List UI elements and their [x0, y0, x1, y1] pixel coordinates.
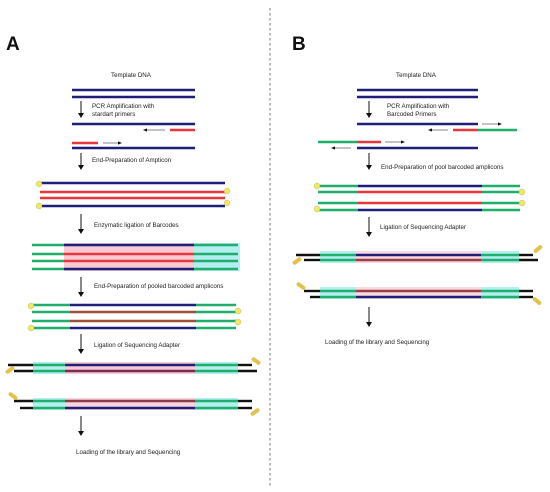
adapter-ligated-library	[292, 245, 543, 265]
adapter-ligated-library	[296, 282, 542, 305]
phosphate-icon	[35, 202, 43, 210]
pooled-barcoded-amplicons	[313, 182, 526, 213]
panel-a: A Template DNA PCR Amplification with st…	[5, 34, 261, 456]
down-arrow-icon	[78, 153, 84, 170]
phosphate-icon	[313, 205, 321, 213]
down-arrow-icon	[366, 307, 372, 327]
phosphate-icon	[518, 188, 526, 196]
down-arrow-icon	[78, 277, 84, 297]
barcoded-amplicons	[32, 243, 240, 271]
step-label: End-Preparation of pooled barcoded ampli…	[94, 283, 223, 290]
adapter-ligated-library	[8, 392, 260, 416]
down-arrow-icon	[366, 153, 372, 170]
end-prepared-amplicons	[35, 180, 231, 210]
step-label: Enzymatic ligation of Barcodes	[94, 222, 179, 229]
motor-protein-icon	[533, 245, 543, 253]
panel-letter-a: A	[6, 34, 20, 55]
phosphate-icon	[234, 307, 242, 315]
pooled-barcoded-amplicons	[27, 302, 242, 332]
panel-b: B Template DNA PCR Amplification with Ba…	[292, 34, 543, 346]
down-arrow-icon	[78, 416, 84, 436]
template-dna-strands	[357, 88, 478, 99]
motor-protein-icon	[296, 282, 306, 290]
pcr-strands	[72, 122, 195, 150]
motor-protein-icon	[292, 257, 302, 265]
motor-protein-icon	[250, 408, 260, 416]
motor-protein-icon	[532, 297, 542, 305]
down-arrow-icon	[78, 214, 84, 234]
step-label: Ligation of Sequencing Adapter	[94, 342, 180, 349]
step-label: PCR Amplification with Barcoded Primers	[387, 103, 451, 118]
step-label: End-Preparation of pool barcoded amplico…	[381, 164, 503, 171]
down-arrow-icon	[366, 101, 372, 118]
phosphate-icon	[313, 182, 321, 190]
motor-protein-icon	[8, 392, 18, 400]
phosphate-icon	[223, 187, 231, 195]
step-label: Template DNA	[111, 72, 152, 79]
motor-protein-icon	[251, 357, 261, 365]
motor-protein-icon	[5, 366, 15, 374]
step-label: Ligation of Sequencing Adapter	[380, 224, 466, 231]
adapter-ligated-library	[5, 357, 261, 374]
template-dna-strands	[72, 88, 195, 99]
panel-letter-b: B	[292, 34, 306, 55]
down-arrow-icon	[78, 334, 84, 354]
phosphate-icon	[35, 180, 43, 188]
down-arrow-icon	[366, 217, 372, 237]
step-label: Loading of the library and Sequencing	[76, 449, 181, 456]
phosphate-icon	[223, 199, 231, 207]
pcr-barcoded-strands	[318, 122, 517, 150]
step-label: End-Preparation of Ampticon	[92, 157, 172, 164]
phosphate-icon	[27, 302, 35, 310]
step-label: PCR Amplification with stardart primers	[92, 103, 156, 118]
phosphate-icon	[234, 318, 242, 326]
step-label: Loading of the library and Sequencing	[325, 339, 430, 346]
phosphate-icon	[518, 199, 526, 207]
down-arrow-icon	[78, 101, 84, 118]
phosphate-icon	[27, 324, 35, 332]
step-label: Template DNA	[396, 72, 437, 79]
